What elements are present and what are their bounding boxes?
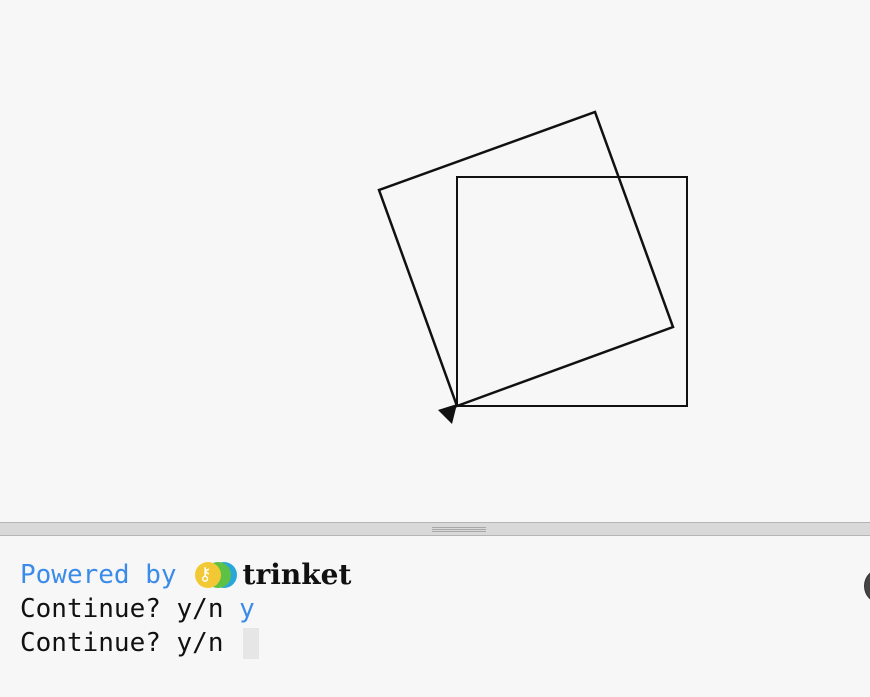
- console-answer: y: [239, 594, 255, 624]
- console-line: Continue? y/n: [20, 626, 260, 660]
- powered-by-label: Powered by: [20, 560, 177, 590]
- trinket-key-icon[interactable]: ⚷: [194, 561, 239, 589]
- upright-square: [456, 176, 688, 407]
- pane-resize-divider[interactable]: [0, 522, 870, 536]
- drawing-surface: [377, 110, 688, 424]
- console-line: Continue? y/n y: [20, 592, 255, 626]
- resize-grip-icon[interactable]: [432, 527, 486, 532]
- trinket-brand-link[interactable]: trinket: [242, 558, 352, 591]
- rotated-square: [377, 110, 675, 408]
- turtle-canvas: [377, 110, 688, 424]
- powered-by-line: Powered by ⚷ trinket: [20, 558, 351, 592]
- console-prompt: Continue? y/n: [20, 594, 224, 624]
- turtle-arrow-icon: [438, 404, 457, 424]
- console-input-cursor[interactable]: [243, 628, 260, 659]
- output-console: Powered by ⚷ trinket Continue? y/n y Con…: [0, 536, 870, 674]
- console-prompt: Continue? y/n: [20, 628, 224, 658]
